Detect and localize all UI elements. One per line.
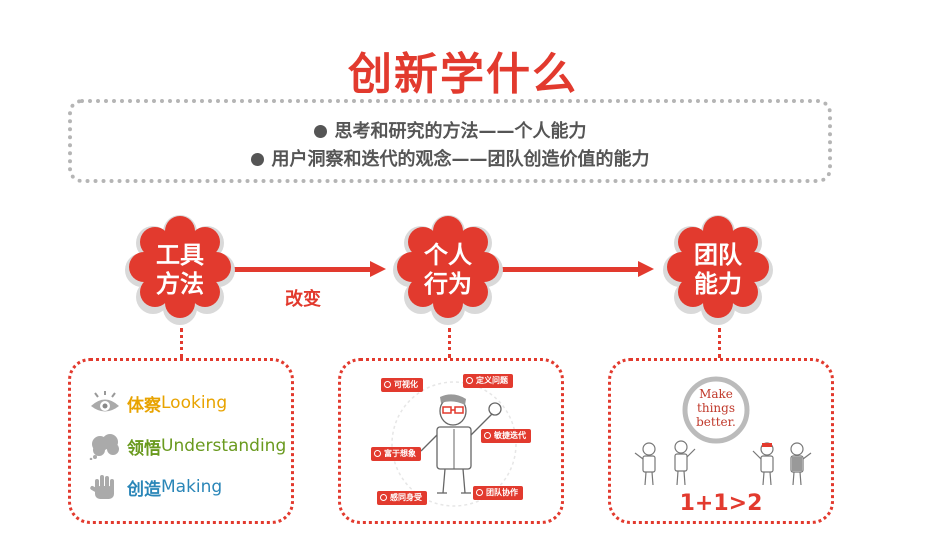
summary-box: 思考和研究的方法——个人能力 用户洞察和迭代的观念——团队创造价值的能力 (68, 99, 832, 183)
tag-icon (380, 494, 387, 501)
make-things-better-ring-icon (682, 376, 750, 444)
tag-label: 富于想象 (384, 449, 416, 458)
badge-shape-icon (125, 215, 235, 325)
circle-line: Make (699, 387, 733, 401)
tag-label: 定义问题 (476, 376, 508, 385)
tag-label: 感同身受 (390, 493, 422, 502)
connector-line (448, 328, 451, 358)
tag-collab: 团队协作 (473, 486, 523, 500)
orbit-icon (391, 381, 517, 507)
method-cn: 领悟 (127, 438, 161, 459)
stage-badge-tools: 工具 方法 (124, 214, 236, 326)
method-en: Understanding (161, 436, 287, 456)
badge-text: 团队 能力 (662, 214, 774, 326)
tag-icon (374, 450, 381, 457)
badge-shape-icon (393, 215, 503, 325)
method-en: Looking (161, 393, 228, 413)
stage-badge-team: 团队 能力 (662, 214, 774, 326)
arrow-head-icon (638, 261, 654, 277)
tag-iterate: 敏捷迭代 (481, 429, 531, 443)
bullet-icon (250, 153, 264, 166)
summary-item: 用户洞察和迭代的观念——团队创造价值的能力 (72, 145, 828, 171)
method-cn: 体察 (127, 395, 161, 416)
badge-text: 工具 方法 (124, 214, 236, 326)
tag-imagine: 富于想象 (371, 447, 421, 461)
tag-label: 团队协作 (486, 488, 518, 497)
tag-visualize: 可视化 (381, 378, 423, 392)
make-things-better-text: Make things better. (681, 387, 751, 429)
bullet-icon (313, 125, 327, 138)
badge-line: 个人 (424, 241, 472, 269)
tag-icon (466, 377, 473, 384)
connector-line (180, 328, 183, 358)
list-item: 体察 Looking (89, 389, 227, 417)
summary-text: 用户洞察和迭代的观念——团队创造价值的能力 (271, 149, 650, 170)
arrow-head-icon (370, 261, 386, 277)
arrow-line (230, 267, 372, 272)
circle-line: things (697, 401, 735, 415)
summary-item: 思考和研究的方法——个人能力 (72, 117, 828, 143)
badge-line: 方法 (156, 270, 204, 298)
tag-empathy: 感同身受 (377, 491, 427, 505)
badge-line: 工具 (156, 241, 204, 269)
page-title: 创新学什么 (348, 49, 578, 100)
summary-text: 思考和研究的方法——个人能力 (334, 121, 587, 142)
cloud-icon (89, 434, 119, 460)
arrow-label: 改变 (285, 289, 321, 310)
badge-line: 行为 (424, 270, 472, 298)
hand-icon (90, 475, 114, 499)
method-cn: 创造 (127, 479, 161, 500)
stage-badge-behavior: 个人 行为 (392, 214, 504, 326)
badge-text: 个人 行为 (392, 214, 504, 326)
badge-shape-icon (663, 215, 773, 325)
badge-line: 能力 (694, 270, 742, 298)
team-people-icon (634, 440, 812, 486)
tag-label: 敏捷迭代 (494, 431, 526, 440)
tag-label: 可视化 (394, 380, 418, 389)
method-en: Making (161, 477, 223, 497)
tag-icon (476, 489, 483, 496)
tag-icon (384, 381, 391, 388)
eye-icon (91, 391, 119, 412)
connector-line (718, 328, 721, 358)
tag-icon (484, 432, 491, 439)
synergy-label: 1+1>2 (679, 491, 763, 516)
circle-line: better. (696, 415, 736, 429)
tag-define: 定义问题 (463, 374, 513, 388)
arrow-line (500, 267, 640, 272)
badge-line: 团队 (694, 241, 742, 269)
behavior-card: 可视化 定义问题 敏捷迭代 富于想象 感同身受 团队协作 (338, 358, 564, 524)
scientist-figure-icon (420, 394, 502, 494)
team-card: Make things better. 1+1>2 (608, 358, 834, 524)
